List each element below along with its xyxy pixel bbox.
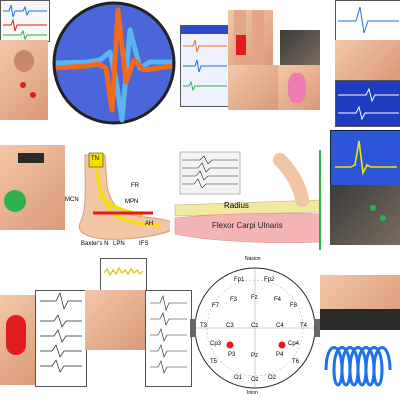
label-ah: AH: [145, 221, 154, 227]
label-inion: Inion: [247, 390, 258, 396]
tn-box: [88, 152, 104, 168]
label-fr: FR: [131, 183, 139, 189]
label-f4: F4: [274, 297, 282, 303]
label-t4: T4: [300, 323, 308, 329]
label-p4: P4: [276, 352, 284, 358]
label-oz: Oz: [251, 377, 259, 383]
photo-patient-back-electrodes: [0, 40, 48, 120]
label-f8: F8: [290, 303, 298, 309]
photo-hand-needle: [228, 65, 278, 110]
emg-software-screenshot-top-left: [0, 0, 50, 42]
trace-thumbnail: [3, 4, 47, 41]
label-o2: O2: [268, 375, 277, 381]
photo-foot-stimulation: [320, 275, 400, 330]
label-f3: F3: [230, 297, 238, 303]
label-cp3: Cp3: [210, 341, 222, 347]
nerve-yellow-1: [93, 156, 161, 227]
label-t6: T6: [292, 359, 300, 365]
label-fz: Fz: [251, 295, 258, 301]
label-t5: T5: [210, 359, 218, 365]
label-p3: P3: [228, 352, 236, 358]
label-fp2: Fp2: [264, 277, 275, 283]
ecg-waveform-panel: [330, 130, 400, 187]
photo-stimulator-hand: [0, 145, 65, 230]
label-f7: F7: [212, 303, 220, 309]
emg-software-screenshot-bottom-right: [335, 80, 400, 127]
label-tn: TN: [91, 156, 99, 162]
label-cz: Cz: [251, 323, 259, 329]
photo-patient-arm-exam: [335, 40, 400, 80]
label-mcn: MCN: [65, 197, 79, 203]
foot-shape: [78, 154, 176, 240]
photo-fingertip-red: [0, 295, 35, 385]
label-baxter: Baxter's N: [81, 241, 109, 247]
photo-legs: [228, 10, 273, 65]
label-cp4: Cp4: [288, 341, 300, 347]
label-c4: C4: [276, 323, 284, 329]
nerve-conduction-trace-sheet: [35, 290, 87, 387]
photo-foot-sole: [278, 65, 320, 110]
label-fp1: Fp1: [234, 277, 245, 283]
foot-nerve-diagram: TN FR MPN MCN AH Baxter's N LPN IFS: [65, 145, 180, 250]
label-flexor-carpi-ulnaris: Flexor Carpi Ulnaris: [212, 221, 283, 230]
cp3-marker: [226, 341, 234, 349]
label-pz: Pz: [251, 353, 259, 359]
yellow-trace-chart: [100, 258, 147, 292]
label-nasion: Nasion: [245, 256, 261, 262]
emg-software-screenshot-middle: [180, 25, 230, 107]
cp4-marker: [278, 341, 286, 349]
forearm-muscle-diagram: Radius Flexor Carpi Ulnaris: [170, 150, 330, 250]
label-lpn: LPN: [113, 241, 125, 247]
label-o1: O1: [234, 375, 243, 381]
label-radius: Radius: [224, 201, 249, 210]
photo-hand-probe: [85, 290, 145, 350]
photo-arm-stimulation: [280, 30, 320, 65]
label-c3: C3: [226, 323, 234, 329]
waveform-blue: [55, 27, 172, 123]
photo-patient-electrodes: [330, 185, 400, 245]
blue-spring-coils: [320, 330, 400, 400]
label-mpn: MPN: [125, 199, 139, 205]
label-ifs: IFS: [139, 241, 149, 247]
emg-software-screenshot-top-right: [335, 0, 400, 42]
waveform-orange: [55, 7, 173, 113]
action-potential-circle: [48, 0, 180, 130]
label-t3: T3: [200, 323, 208, 329]
eeg-10-20-electrode-map: Nasion Fp1 Fp2 Fz F3 F4 F7 F8 T3 C3 Cz C…: [190, 255, 320, 400]
waveform-printout: [145, 290, 192, 387]
